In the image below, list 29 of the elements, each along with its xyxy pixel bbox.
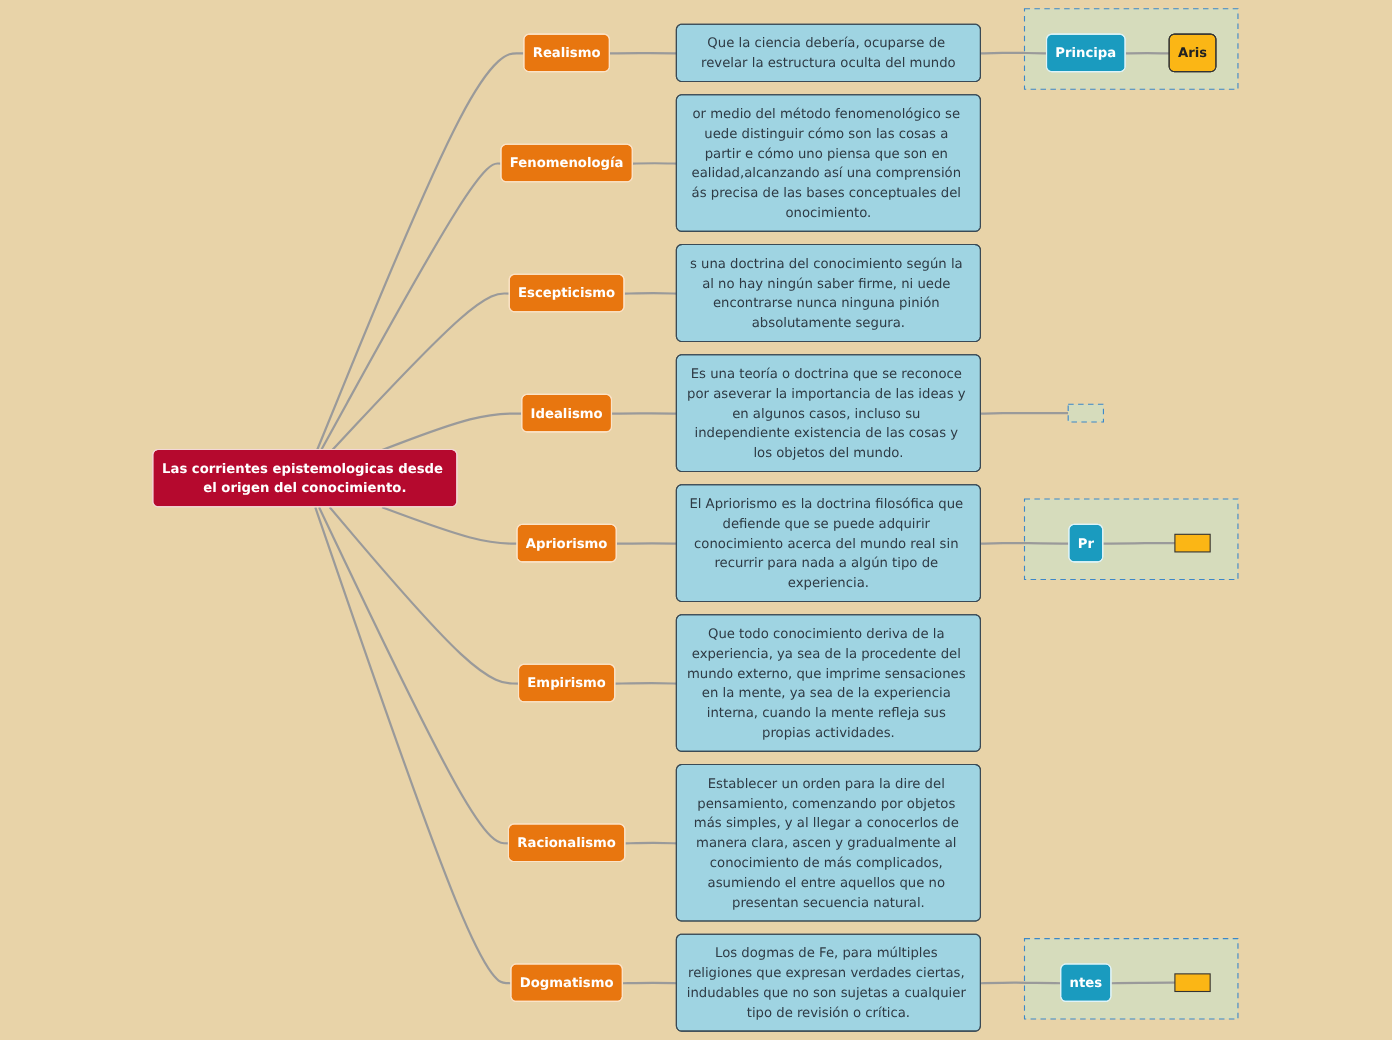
cluster bbox=[1024, 938, 1240, 1020]
node-box bbox=[1174, 533, 1212, 553]
connector bbox=[981, 542, 1071, 545]
connector bbox=[320, 162, 503, 451]
connector bbox=[612, 412, 678, 415]
connector bbox=[1126, 51, 1171, 55]
connector bbox=[625, 292, 678, 295]
connector bbox=[633, 162, 678, 165]
connector bbox=[329, 506, 520, 685]
connector bbox=[981, 412, 1069, 415]
connector bbox=[610, 51, 678, 55]
connector bbox=[316, 52, 526, 451]
connector bbox=[615, 682, 678, 685]
connector bbox=[981, 981, 1062, 985]
connector bbox=[382, 506, 519, 545]
cluster bbox=[1024, 498, 1240, 580]
node-box bbox=[1174, 973, 1212, 993]
connector bbox=[1112, 981, 1176, 985]
cluster bbox=[1024, 8, 1240, 90]
connector bbox=[623, 981, 678, 985]
node-box bbox=[1068, 403, 1105, 423]
connector bbox=[318, 506, 510, 845]
connector bbox=[382, 412, 523, 452]
connector bbox=[617, 542, 678, 545]
connector bbox=[1103, 542, 1176, 545]
connector bbox=[981, 51, 1048, 55]
connector bbox=[625, 841, 678, 845]
connector bbox=[314, 506, 513, 985]
connector bbox=[332, 292, 511, 451]
